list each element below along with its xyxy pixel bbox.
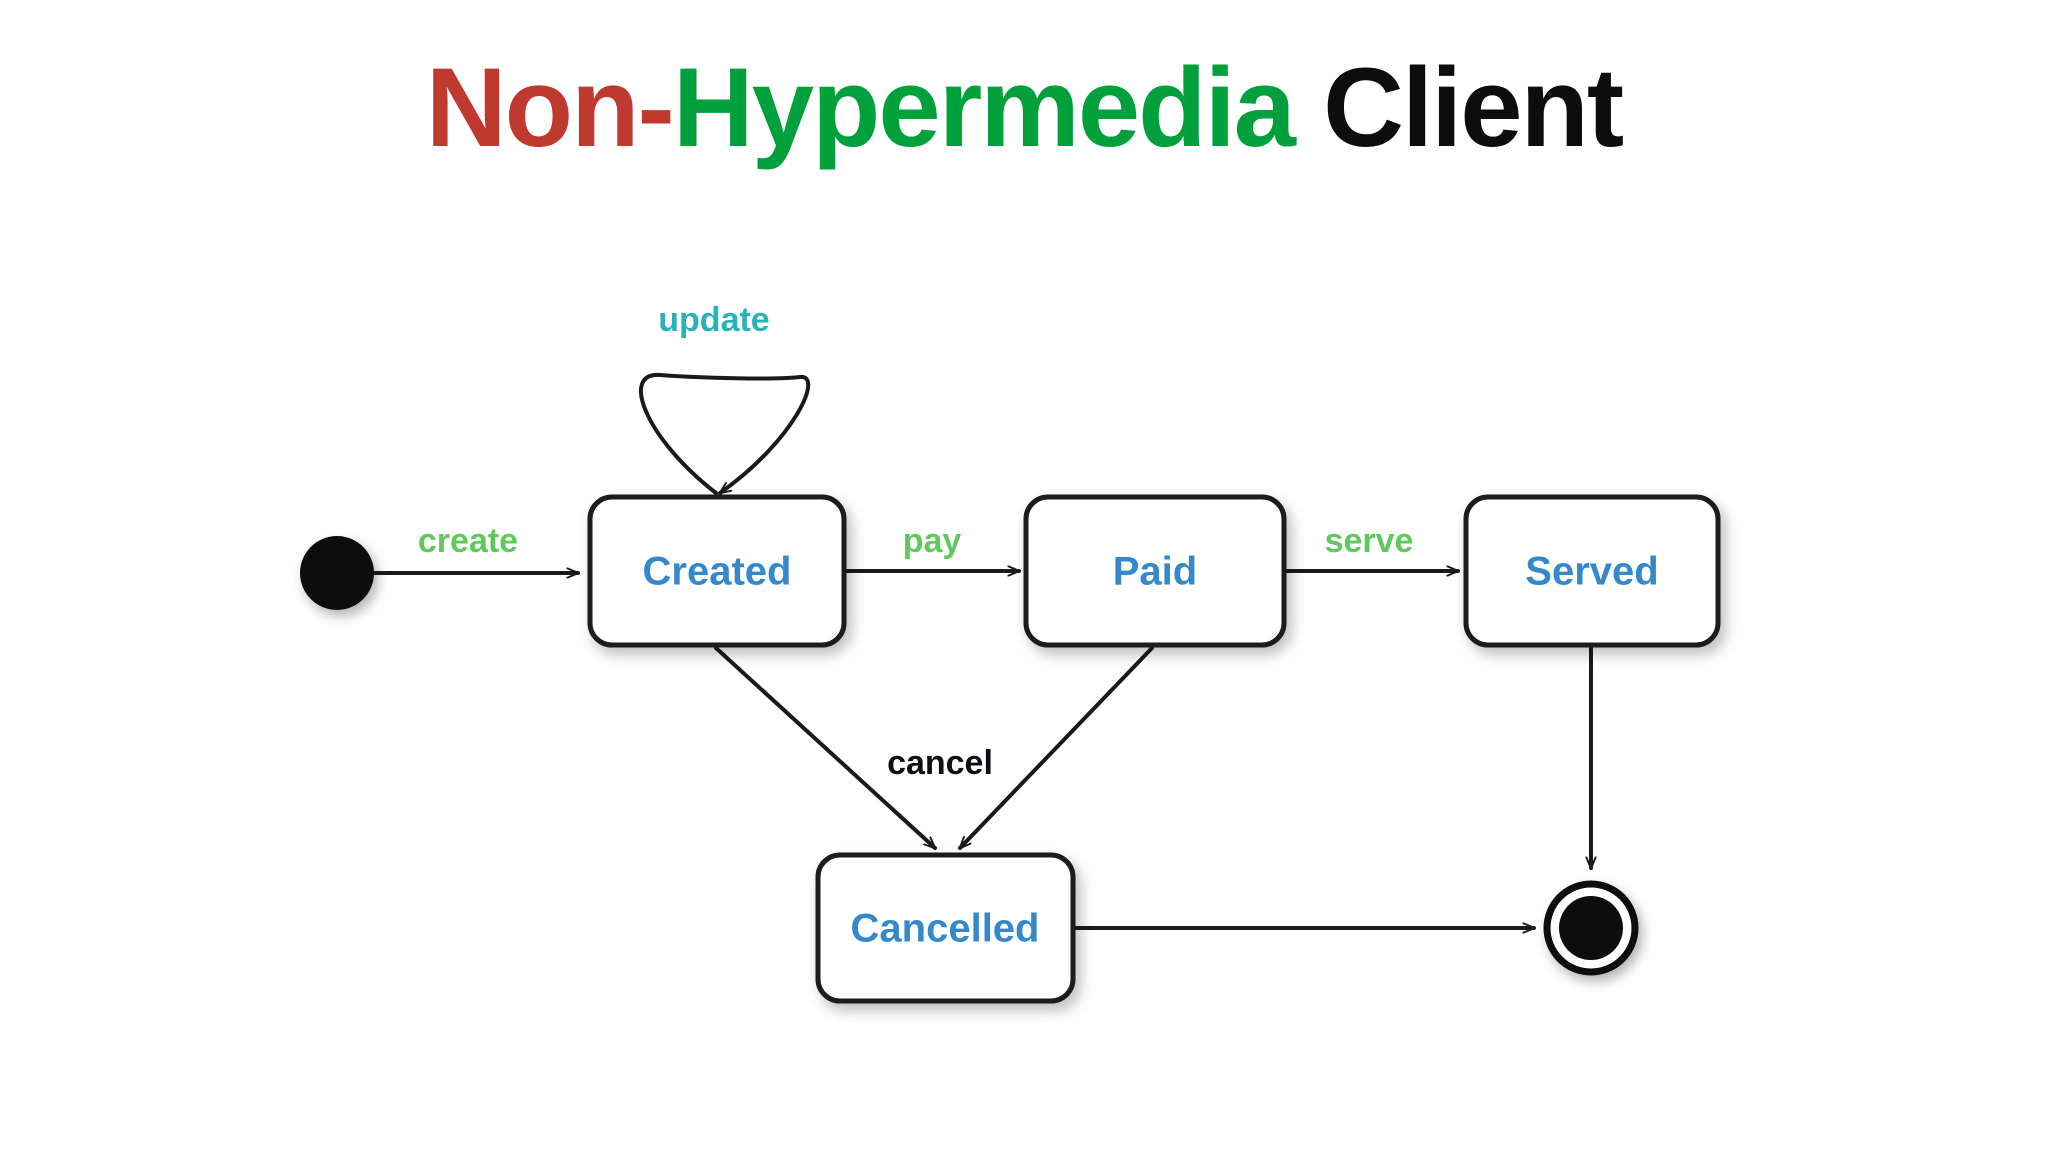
- transition-create: create: [372, 522, 580, 573]
- state-created-box[interactable]: [587, 494, 847, 648]
- page-title: Non-Hypermedia Client: [0, 52, 2048, 164]
- state-created[interactable]: Created: [587, 494, 847, 648]
- transition-serve: serve: [1283, 522, 1460, 571]
- state-created-label: Created: [643, 550, 792, 594]
- state-cancelled-box[interactable]: [815, 852, 1076, 1004]
- transition-cancel-from-paid: [958, 646, 1154, 850]
- state-paid-box[interactable]: [1023, 494, 1287, 648]
- transition-update-label: update: [658, 301, 769, 339]
- final-node-inner-circle: [1559, 896, 1623, 960]
- transition-serve-label: serve: [1325, 522, 1414, 560]
- initial-node-circle[interactable]: [300, 536, 374, 610]
- transition-update-line: [638, 372, 811, 495]
- title-segment-client: Client: [1293, 45, 1624, 170]
- state-cancelled-label: Cancelled: [851, 907, 1040, 951]
- state-paid-label: Paid: [1113, 550, 1197, 594]
- state-served-box[interactable]: [1463, 494, 1721, 648]
- state-cancelled[interactable]: Cancelled: [815, 852, 1076, 1004]
- transition-pay: pay: [842, 522, 1021, 571]
- title-segment-non: Non-: [425, 45, 675, 170]
- title-segment-hypermedia: Hypermedia: [672, 45, 1296, 170]
- initial-node[interactable]: [300, 536, 374, 610]
- transition-cancel-label: cancel: [887, 744, 993, 782]
- final-node[interactable]: [1543, 880, 1639, 976]
- transition-create-label: create: [418, 522, 518, 560]
- state-served-label: Served: [1525, 550, 1658, 594]
- transition-pay-label: pay: [903, 522, 962, 560]
- transition-update: update: [638, 301, 811, 495]
- state-served[interactable]: Served: [1463, 494, 1721, 648]
- transition-cancel-line: [714, 646, 937, 850]
- transition-cancel: cancel: [714, 646, 993, 850]
- transition-cancel-from-paid-line: [958, 646, 1154, 850]
- state-paid[interactable]: Paid: [1023, 494, 1287, 648]
